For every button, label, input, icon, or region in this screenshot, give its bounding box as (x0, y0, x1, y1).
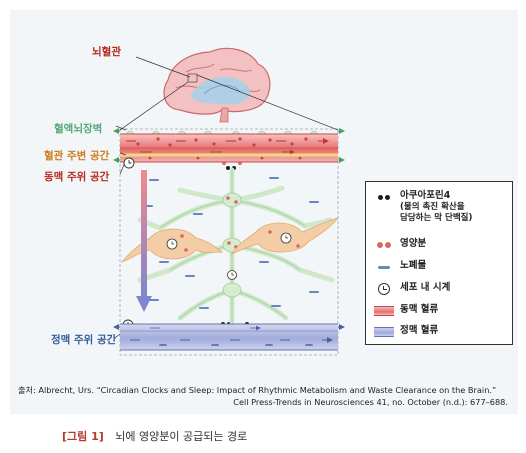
zoom-line-right (196, 74, 339, 131)
legend-waste-label: 노폐물 (400, 260, 427, 271)
artery-nutrients (136, 137, 308, 160)
source-line-2: Cell Press-Trends in Neurosciences 41, n… (233, 397, 508, 407)
legend-arterial-flow-label: 동맥 혈류 (400, 304, 439, 315)
figure-caption-text: 뇌에 영양분이 공급되는 경로 (115, 430, 248, 443)
legend-aquaporin-desc-2: 담당하는 막 단백질) (400, 213, 473, 223)
source-line-1: 출처: Albrecht, Urs. “Circadian Clocks and… (18, 385, 497, 395)
zoom-frame (119, 128, 339, 356)
legend-aquaporin-title: 아쿠아포린4 (400, 190, 451, 201)
perivenous-space-label: 정맥 주위 공간 (51, 334, 117, 346)
brain-vessel-label: 뇌혈관 (92, 46, 121, 58)
legend-aquaporin-desc-1: (물의 촉진 확산을 (400, 202, 465, 212)
clock-icon (378, 283, 390, 295)
perivascular-flow-arrows (113, 128, 345, 163)
blood-brain-barrier-label: 혈액뇌장벽 (54, 123, 103, 135)
figure-caption: [그림 1] 뇌에 영양분이 공급되는 경로 (62, 428, 247, 444)
legend-venous-flow-label: 정맥 혈류 (400, 325, 439, 336)
flow-down-arrow (136, 170, 152, 312)
neuron-right (230, 217, 340, 255)
waste-dashes (143, 177, 319, 309)
legend-clock-label: 세포 내 시계 (400, 282, 451, 293)
zoom-line-left (119, 81, 189, 131)
legend-nutrients-label: 영양분 (400, 238, 427, 249)
legend-aquaporin: 아쿠아포린4 (물의 촉진 확산을 담당하는 막 단백질) (374, 190, 472, 224)
source-citation: 출처: Albrecht, Urs. “Circadian Clocks and… (18, 384, 508, 408)
perivascular-space-label: 혈관 주변 공간 (44, 150, 110, 162)
periarterial-space-label: 동맥 주위 공간 (44, 171, 110, 183)
artery-vessel (120, 133, 338, 163)
clock-icon (122, 157, 135, 331)
legend-clock: 세포 내 시계 (374, 282, 450, 296)
legend-venous-flow: 정맥 혈류 (374, 325, 438, 339)
neuron-left (120, 228, 224, 263)
astrocyte-clock-icon (227, 270, 237, 280)
brain-leader-line (135, 56, 191, 78)
figure-caption-tag: [그림 1] (62, 430, 104, 443)
legend-arterial-flow: 동맥 혈류 (374, 304, 438, 318)
legend-waste: 노폐물 (374, 260, 426, 274)
vein-vessel (120, 324, 338, 351)
brain-illustration (163, 47, 271, 123)
legend: 아쿠아포린4 (물의 촉진 확산을 담당하는 막 단백질) 영양분 노폐물 세포… (365, 181, 513, 345)
legend-nutrients: 영양분 (374, 238, 426, 252)
